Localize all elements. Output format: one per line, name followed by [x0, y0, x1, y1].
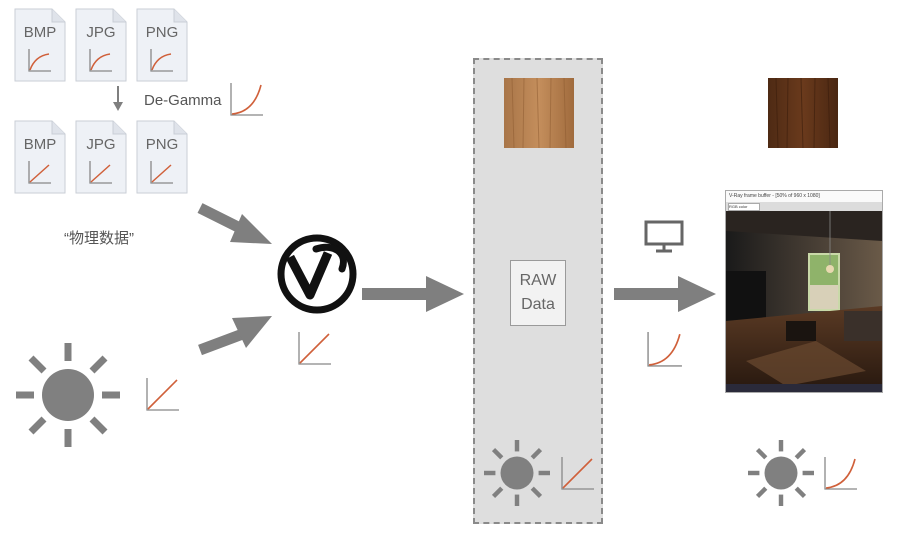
linear-curve-icon	[150, 161, 173, 184]
sun-icon	[16, 343, 120, 447]
file-icon	[14, 120, 66, 194]
file-ext-label: PNG	[145, 24, 179, 41]
file-ext-label: PNG	[145, 136, 179, 153]
gamma-curve-icon	[647, 332, 682, 367]
file-ext-label: BMP	[23, 136, 57, 153]
file-ext-label: JPG	[86, 136, 116, 153]
linear-curve-icon	[28, 161, 51, 184]
file-icon	[75, 120, 127, 194]
wood-swatch-dark	[768, 78, 838, 148]
file-ext-label: BMP	[23, 24, 57, 41]
raw-label: RAW	[519, 272, 557, 289]
file-icon	[136, 8, 188, 82]
sun-icon	[484, 440, 550, 506]
vray-logo-icon	[277, 234, 357, 314]
arrow-vray-to-raw	[362, 276, 464, 312]
file-jpg-bottom: JPG	[75, 120, 127, 194]
degamma-label: De-Gamma	[144, 92, 222, 109]
frame-buffer-toolbar: RGB color	[726, 202, 882, 211]
rendered-interior-image	[726, 211, 882, 386]
monitor-icon	[644, 220, 684, 253]
sun-icon	[748, 440, 814, 506]
vray-frame-buffer: V-Ray frame buffer - [50% of 960 x 1080]…	[725, 190, 883, 393]
arrow-raw-to-display	[614, 276, 716, 312]
file-icon	[75, 8, 127, 82]
physical-data-label: “物理数据”	[64, 230, 134, 247]
gamma-curve-icon	[824, 457, 857, 490]
file-ext-label: JPG	[86, 24, 116, 41]
linear-curve-icon	[146, 378, 179, 411]
down-arrow-icon	[113, 86, 123, 111]
frame-buffer-statusbar	[726, 384, 882, 392]
raw-data-box: RAW Data	[510, 260, 566, 326]
linear-curve-icon	[28, 49, 51, 72]
frame-buffer-title-text: V-Ray frame buffer - [50% of 960 x 1080]	[729, 193, 820, 199]
linear-curve-icon	[150, 49, 173, 72]
linear-curve-icon	[89, 49, 112, 72]
file-bmp-top: BMP	[14, 8, 66, 82]
gamma-curve-icon	[230, 83, 263, 116]
linear-curve-icon	[561, 457, 594, 490]
file-png-bottom: PNG	[136, 120, 188, 194]
file-png-top: PNG	[136, 8, 188, 82]
channel-select[interactable]: RGB color	[728, 203, 760, 211]
wood-swatch-light	[504, 78, 574, 148]
linear-curve-icon	[89, 161, 112, 184]
linear-curve-icon	[298, 332, 331, 365]
file-bmp-bottom: BMP	[14, 120, 66, 194]
arrow-files-to-vray	[197, 203, 272, 244]
frame-buffer-title: V-Ray frame buffer - [50% of 960 x 1080]	[726, 191, 882, 202]
arrow-sun-to-vray	[198, 316, 272, 356]
file-icon	[14, 8, 66, 82]
data-label: Data	[521, 296, 555, 313]
file-icon	[136, 120, 188, 194]
file-jpg-top: JPG	[75, 8, 127, 82]
